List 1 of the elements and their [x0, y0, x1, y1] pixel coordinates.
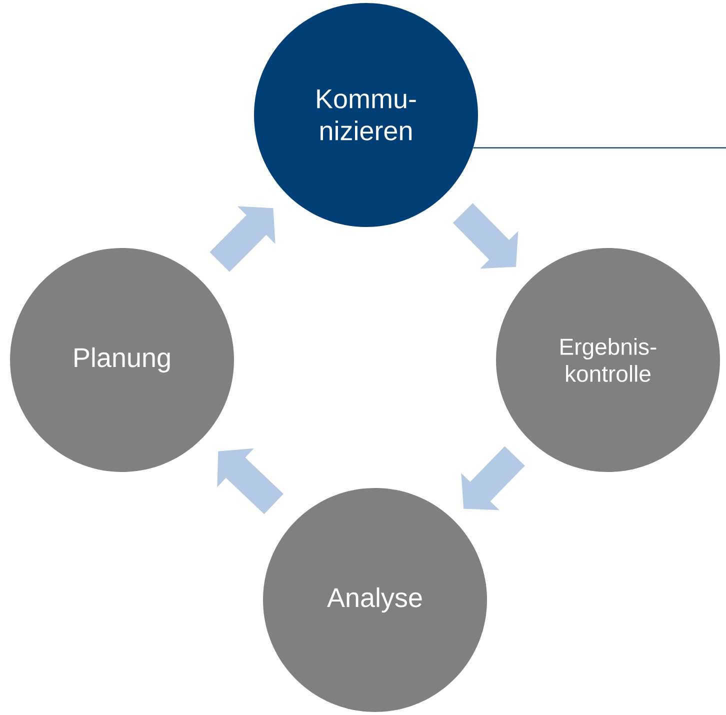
connector-line	[473, 147, 726, 148]
